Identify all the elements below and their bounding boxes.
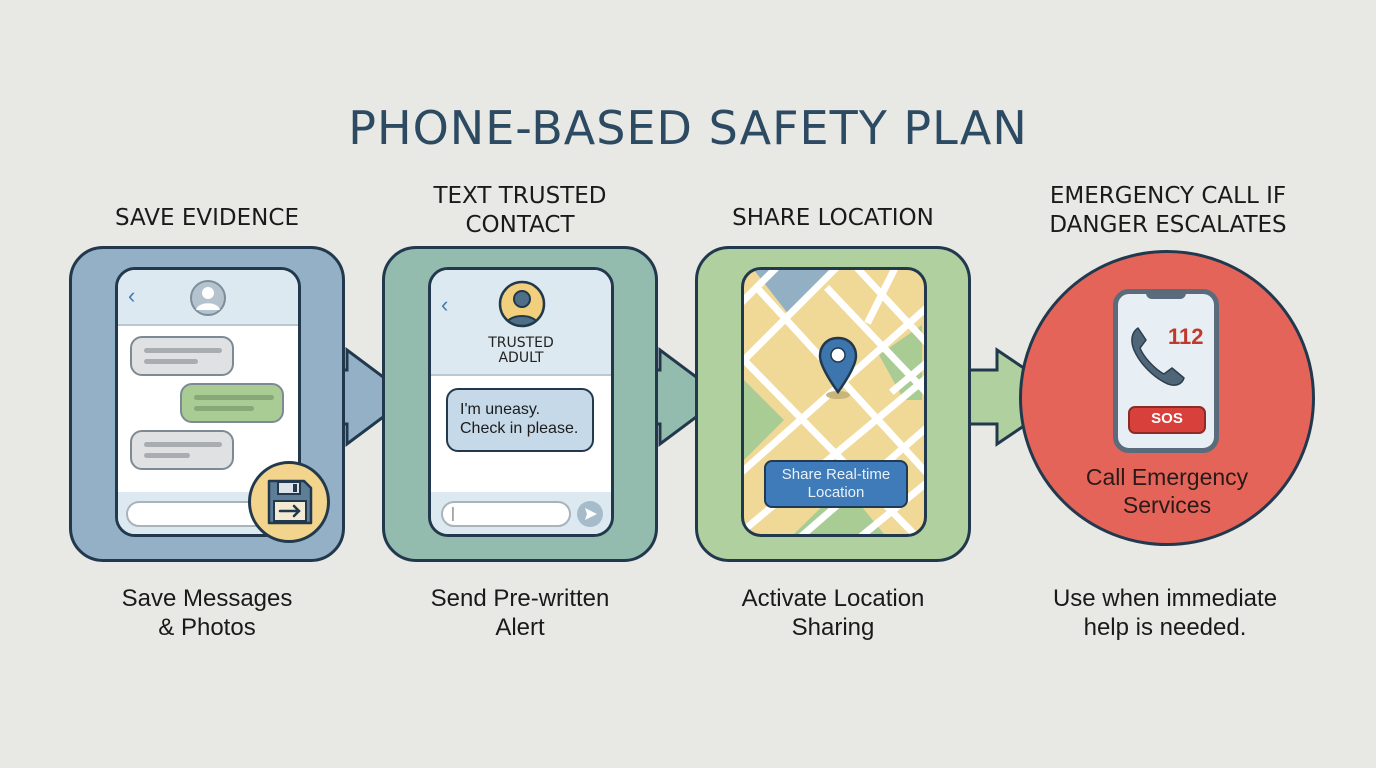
step-1-caption: Save Messages & Photos	[47, 584, 367, 642]
phone-handset-icon	[1131, 327, 1185, 386]
send-button[interactable]	[577, 501, 603, 527]
chat-header: ‹ TRUSTED ADULT	[431, 270, 611, 376]
step-1-frame: ‹	[69, 246, 345, 562]
step-3-heading-line-1: SHARE LOCATION	[732, 205, 934, 231]
message-line-2: Check in please.	[460, 420, 579, 437]
arrow-right-icon	[278, 504, 301, 518]
step-4-emergency-circle: 112 SOS Call Emergency Services	[1019, 250, 1315, 546]
step-2-heading: TEXT TRUSTED CONTACT	[370, 182, 670, 240]
input-cursor: |	[451, 505, 455, 522]
emergency-label-line-2: Services	[1122, 492, 1212, 518]
step-2-frame: ‹ TRUSTED ADULT I'm uneasy. Check in ple…	[382, 246, 658, 562]
step-2-caption-line-1: Send Pre-written	[430, 585, 610, 612]
message-line-1: I'm uneasy.	[460, 401, 541, 418]
step-1-heading-line-1: SAVE EVIDENCE	[115, 205, 299, 231]
emergency-number: 112	[1168, 324, 1204, 349]
step-3-caption-line-2: Sharing	[791, 614, 875, 641]
step-4-caption-line-2: help is needed.	[1083, 614, 1247, 641]
trusted-adult-avatar-icon	[498, 280, 546, 328]
step-1-heading: SAVE EVIDENCE	[57, 204, 357, 233]
contact-name: TRUSTED ADULT	[431, 336, 611, 366]
send-icon	[585, 508, 597, 520]
step-4-heading: EMERGENCY CALL IF DANGER ESCALATES	[1018, 182, 1318, 240]
contact-avatar-icon	[190, 280, 226, 316]
page-title: PHONE-BASED SAFETY PLAN	[348, 100, 1028, 155]
step-2-heading-line-2: CONTACT	[465, 212, 575, 238]
step-3-caption: Activate Location Sharing	[673, 584, 993, 642]
step-3-frame: Share Real-time Location	[695, 246, 971, 562]
share-location-button-line-1: Share Real-time	[781, 466, 891, 483]
share-location-button-line-2: Location	[807, 484, 865, 501]
step-4-heading-line-1: EMERGENCY CALL IF	[1049, 183, 1287, 209]
map-pin-icon	[818, 336, 858, 399]
back-chevron-icon[interactable]: ‹	[441, 292, 449, 317]
share-location-button[interactable]: Share Real-time Location	[764, 460, 908, 508]
step-3-heading: SHARE LOCATION	[683, 204, 983, 233]
received-message-bubble	[130, 430, 234, 470]
contact-name-line-2: ADULT	[498, 350, 544, 366]
chat-header: ‹	[118, 270, 298, 326]
save-badge[interactable]	[248, 461, 330, 543]
step-4-caption: Use when immediate help is needed.	[1005, 584, 1325, 642]
map-screen: Share Real-time Location	[741, 267, 927, 537]
sos-button[interactable]: SOS	[1128, 406, 1206, 434]
step-2-caption-line-2: Alert	[495, 614, 545, 641]
sent-message-bubble	[180, 383, 284, 423]
contact-name-line-1: TRUSTED	[488, 335, 554, 351]
step-2-caption: Send Pre-written Alert	[360, 584, 680, 642]
message-input[interactable]: |	[441, 501, 571, 527]
prewritten-alert-bubble: I'm uneasy. Check in please.	[446, 388, 594, 452]
phone-notch	[1146, 292, 1186, 299]
emergency-phone: 112 SOS	[1113, 289, 1219, 453]
step-1-caption-line-1: Save Messages	[121, 585, 293, 612]
step-4-heading-line-2: DANGER ESCALATES	[1049, 212, 1287, 238]
step-2-heading-line-1: TEXT TRUSTED	[433, 183, 607, 209]
step-4-caption-line-1: Use when immediate	[1052, 585, 1278, 612]
back-chevron-icon[interactable]: ‹	[128, 283, 136, 308]
call-emergency-services-label: Call Emergency Services	[1047, 463, 1287, 519]
chat-input-bar: |	[431, 492, 611, 534]
trusted-contact-chat-screen: ‹ TRUSTED ADULT I'm uneasy. Check in ple…	[428, 267, 614, 537]
emergency-label-line-1: Call Emergency	[1085, 464, 1249, 490]
step-3-caption-line-1: Activate Location	[741, 585, 925, 612]
step-1-caption-line-2: & Photos	[158, 614, 256, 641]
received-message-bubble	[130, 336, 234, 376]
floppy-disk-save-icon	[267, 479, 313, 525]
